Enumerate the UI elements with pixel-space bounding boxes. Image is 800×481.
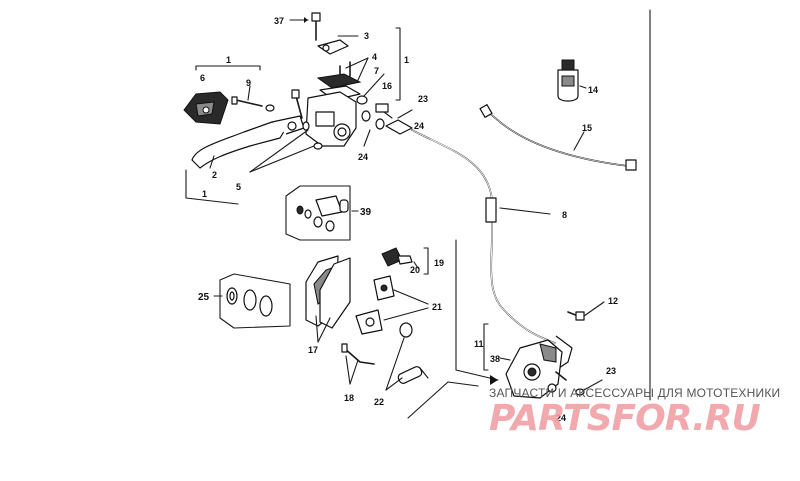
- lever-group: [183, 65, 323, 205]
- pins-group: [341, 322, 429, 391]
- label-14: 14: [588, 85, 598, 95]
- label-4: 4: [372, 52, 377, 62]
- label-25: 25: [198, 292, 210, 303]
- brake-pads: [305, 255, 351, 343]
- label-1-left: 1: [226, 55, 231, 65]
- label-5: 5: [236, 182, 241, 192]
- label-18: 18: [344, 393, 354, 403]
- label-15: 15: [582, 123, 592, 133]
- label-16: 16: [382, 81, 392, 91]
- watermark-caption: ЗАПЧАСТИ И АКСЕССУАРЫ ДЛЯ МОТОТЕХНИКИ: [489, 386, 781, 400]
- label-12: 12: [608, 296, 618, 306]
- label-23-top: 23: [418, 94, 428, 104]
- label-19: 19: [434, 258, 444, 268]
- label-8: 8: [562, 210, 567, 220]
- brake-caliper: [407, 239, 605, 419]
- label-24-top: 24: [414, 121, 424, 131]
- label-24-bottom: 24: [556, 413, 566, 423]
- label-6: 6: [200, 73, 205, 83]
- label-21: 21: [432, 302, 442, 312]
- brake-hose: [411, 129, 573, 371]
- label-1-lever: 1: [202, 189, 207, 199]
- hose-bracket-21: [355, 275, 429, 335]
- master-cylinder-group: [289, 12, 413, 147]
- piston-kit-box: [285, 185, 359, 241]
- label-20: 20: [410, 265, 420, 275]
- label-9: 9: [246, 78, 251, 88]
- label-24-mid: 24: [358, 152, 368, 162]
- label-39: 39: [360, 207, 372, 218]
- label-38: 38: [490, 354, 500, 364]
- brake-fluid-bottle: [557, 59, 587, 102]
- sensor-cable: [479, 104, 637, 171]
- label-1-top: 1: [404, 55, 409, 65]
- seal-kit-box: [213, 273, 291, 329]
- label-3: 3: [364, 31, 369, 41]
- label-11: 11: [474, 339, 484, 349]
- label-37: 37: [274, 16, 284, 26]
- clip-group: [381, 247, 429, 275]
- label-17: 17: [308, 345, 318, 355]
- watermark-logo: PARTSFOR.RU: [489, 398, 761, 439]
- part-number-labels: 37 3 4 1 1 6 9 7 16 23 24 24 2 1 5 39 14…: [198, 16, 618, 423]
- label-22: 22: [374, 397, 384, 407]
- label-7: 7: [374, 66, 379, 76]
- label-23-bottom: 23: [606, 366, 616, 376]
- label-2: 2: [212, 170, 217, 180]
